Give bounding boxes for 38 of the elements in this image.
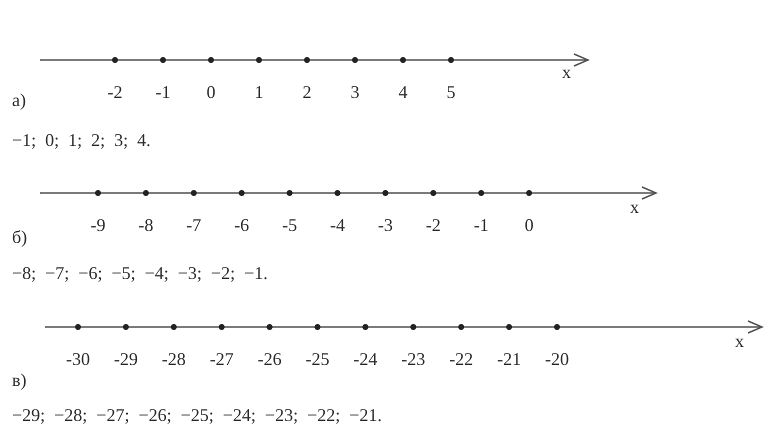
tick-label: -8	[138, 215, 154, 235]
tick-label: 0	[524, 215, 534, 235]
tick-label: -2	[426, 215, 441, 235]
tick-label: -3	[378, 215, 393, 235]
tick-label: -1	[474, 215, 489, 235]
axis-label: x	[562, 62, 571, 82]
answer-text: −8; −7; −6; −5; −4; −3; −2; −1.	[12, 263, 268, 283]
part-label: б)	[12, 227, 28, 247]
tick-label: -28	[162, 349, 186, 369]
tick-label: -9	[90, 215, 106, 235]
tick-label: -21	[497, 349, 522, 369]
tick-label: -5	[282, 215, 298, 235]
tick-label: -7	[186, 215, 202, 235]
answer-text: −29; −28; −27; −26; −25; −24; −23; −22; −21.	[12, 405, 382, 425]
tick-label: -23	[401, 349, 426, 369]
tick-label: 4	[398, 82, 408, 102]
answer-text: −1; 0; 1; 2; 3; 4.	[12, 130, 151, 150]
tick-label: -25	[306, 349, 330, 369]
axis-label: x	[630, 197, 639, 217]
tick-label: 1	[254, 82, 264, 102]
tick-label: -24	[353, 349, 378, 369]
tick-label: 3	[350, 82, 360, 102]
tick-label: 5	[446, 82, 456, 102]
tick-label: -27	[210, 349, 234, 369]
tick-label: -2	[108, 82, 122, 102]
tick-label: -30	[66, 349, 90, 369]
part-label: в)	[12, 370, 26, 390]
tick-label: 0	[206, 82, 216, 102]
part-label: а)	[12, 90, 26, 110]
tick-label: -26	[258, 349, 282, 369]
tick-label: -22	[449, 349, 474, 369]
tick-label: -20	[545, 349, 569, 369]
tick-label: -6	[234, 215, 250, 235]
tick-label: -4	[330, 215, 345, 235]
axis-label: x	[735, 331, 744, 351]
tick-label: -1	[156, 82, 170, 102]
tick-label: -29	[114, 349, 138, 369]
tick-label: 2	[302, 82, 312, 102]
